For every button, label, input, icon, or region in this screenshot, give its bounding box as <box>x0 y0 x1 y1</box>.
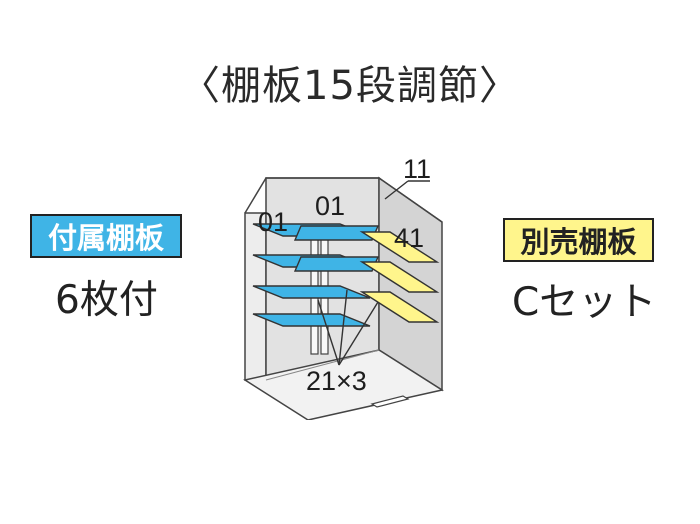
leader-line <box>384 180 409 200</box>
optional-shelves-set: Cセット <box>512 280 657 325</box>
floor <box>243 349 444 420</box>
leader-line <box>338 301 379 366</box>
label-top: 11 <box>403 154 431 184</box>
label-left-a: 01 <box>258 207 288 237</box>
optional-shelf <box>359 291 440 323</box>
door-rail <box>370 395 410 408</box>
label-left-b: 01 <box>315 191 345 221</box>
left-wall <box>244 212 267 381</box>
storage-shed-shelf-diagram: 11 01 01 41 21×3 <box>243 154 444 420</box>
included-shelf <box>293 256 380 272</box>
optional-shelves-badge: 別売棚板 <box>503 218 654 262</box>
optional-shelf <box>359 261 440 293</box>
included-shelves-badge: 付属棚板 <box>30 214 182 258</box>
leader-line <box>317 299 340 366</box>
page-title: 〈棚板15段調節〉 <box>180 63 520 109</box>
label-right: 41 <box>394 223 424 253</box>
included-shelf <box>252 313 371 327</box>
leader-line <box>338 289 348 366</box>
included-shelves-count: 6枚付 <box>55 278 158 323</box>
included-shelf <box>252 285 371 299</box>
label-bottom: 21×3 <box>306 366 367 396</box>
included-shelf <box>293 225 380 241</box>
optional-shelf <box>359 231 440 263</box>
